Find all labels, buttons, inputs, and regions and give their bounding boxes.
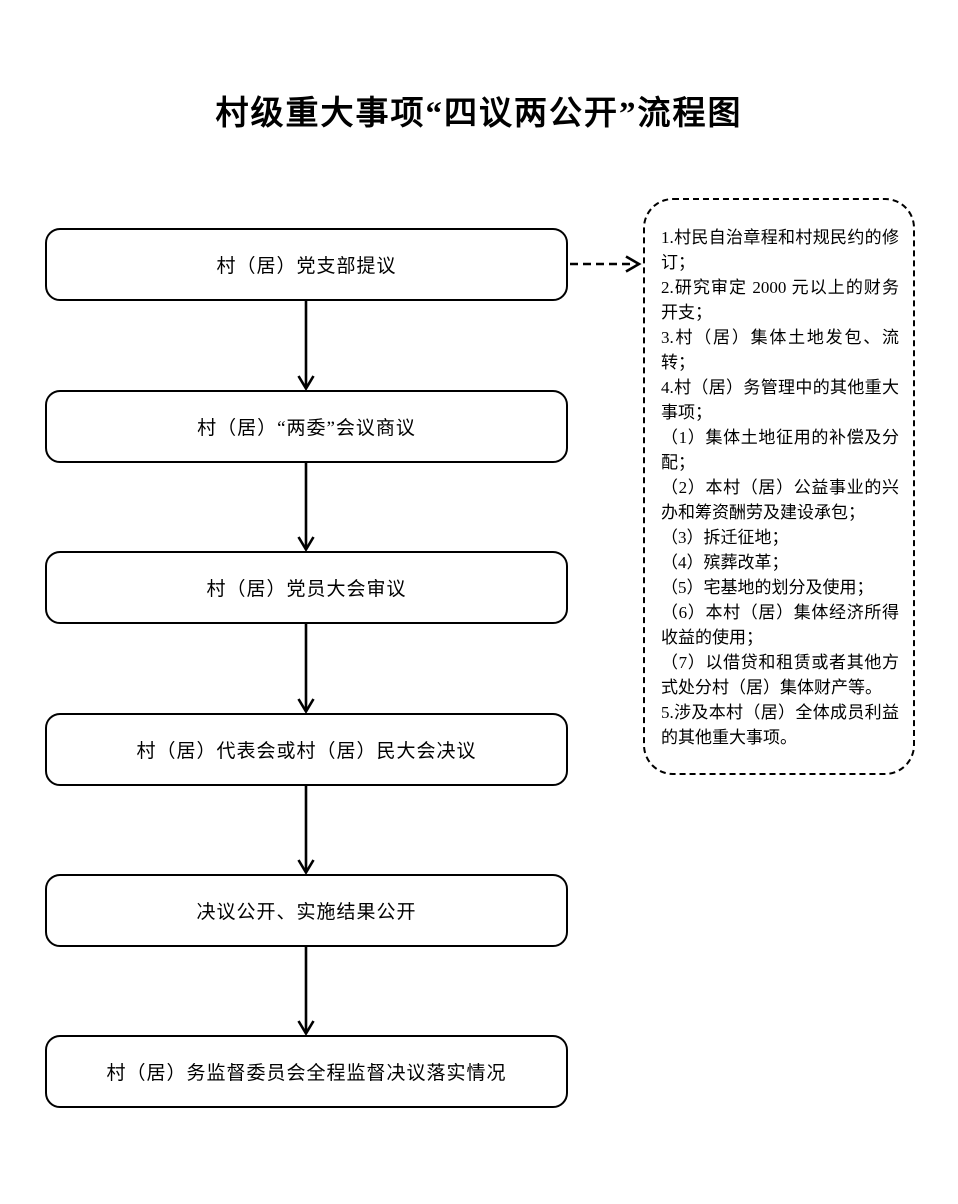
- flow-arrow-3-head: [297, 698, 315, 715]
- flow-step-label: 村（居）党员大会审议: [206, 579, 407, 600]
- flow-step-label: 决议公开、实施结果公开: [196, 902, 417, 923]
- page-title: 村级重大事项“四议两公开”流程图: [215, 96, 743, 132]
- side-note-item-1: 1.村民自治章程和村规民约的修订；: [661, 228, 899, 272]
- flow-arrow-2-head: [297, 536, 315, 553]
- side-note-item-5: 5.涉及本村（居）全体成员利益的其他重大事项。: [661, 703, 899, 747]
- side-note-item-4-7: （7）以借贷和租赁或者其他方式处分村（居）集体财产等。: [661, 653, 899, 697]
- side-note-item-4-4: （4）殡葬改革；: [661, 553, 789, 572]
- flow-arrow-5-head: [297, 1020, 315, 1037]
- side-note-item-4-2: （2）本村（居）公益事业的兴办和筹资酬劳及建设承包；: [661, 478, 899, 522]
- flow-step-representatives-resolution: 村（居）代表会或村（居）民大会决议: [45, 713, 568, 786]
- side-note-item-4-1: （1）集体土地征用的补偿及分配；: [661, 428, 899, 472]
- side-note-item-4-3: （3）拆迁征地；: [661, 528, 789, 547]
- flow-step-label: 村（居）党支部提议: [216, 256, 397, 277]
- flow-step-resolution-disclosure: 决议公开、实施结果公开: [45, 874, 568, 947]
- flow-step-party-members-review: 村（居）党员大会审议: [45, 551, 568, 624]
- flow-step-label: 村（居）代表会或村（居）民大会决议: [136, 741, 477, 762]
- flow-step-supervision-committee: 村（居）务监督委员会全程监督决议落实情况: [45, 1035, 568, 1108]
- side-note-box: 1.村民自治章程和村规民约的修订； 2.研究审定 2000 元以上的财务开支； …: [643, 198, 915, 775]
- dashed-connector-arrow-head: [625, 255, 642, 273]
- flow-arrow-1-head: [297, 375, 315, 392]
- side-note-item-3: 3.村（居）集体土地发包、流转；: [661, 328, 899, 372]
- side-note-item-4-6: （6）本村（居）集体经济所得收益的使用；: [661, 603, 899, 647]
- flow-step-party-branch-proposal: 村（居）党支部提议: [45, 228, 568, 301]
- flow-arrow-4-head: [297, 859, 315, 876]
- flow-step-label: 村（居）务监督委员会全程监督决议落实情况: [106, 1063, 507, 1084]
- side-note-item-4-5: （5）宅基地的划分及使用；: [661, 578, 874, 597]
- flow-step-label: 村（居）“两委”会议商议: [197, 418, 416, 439]
- flow-step-two-committees-deliberation: 村（居）“两委”会议商议: [45, 390, 568, 463]
- side-note-item-2: 2.研究审定 2000 元以上的财务开支；: [661, 278, 899, 322]
- side-note-item-4: 4.村（居）务管理中的其他重大事项；: [661, 378, 899, 422]
